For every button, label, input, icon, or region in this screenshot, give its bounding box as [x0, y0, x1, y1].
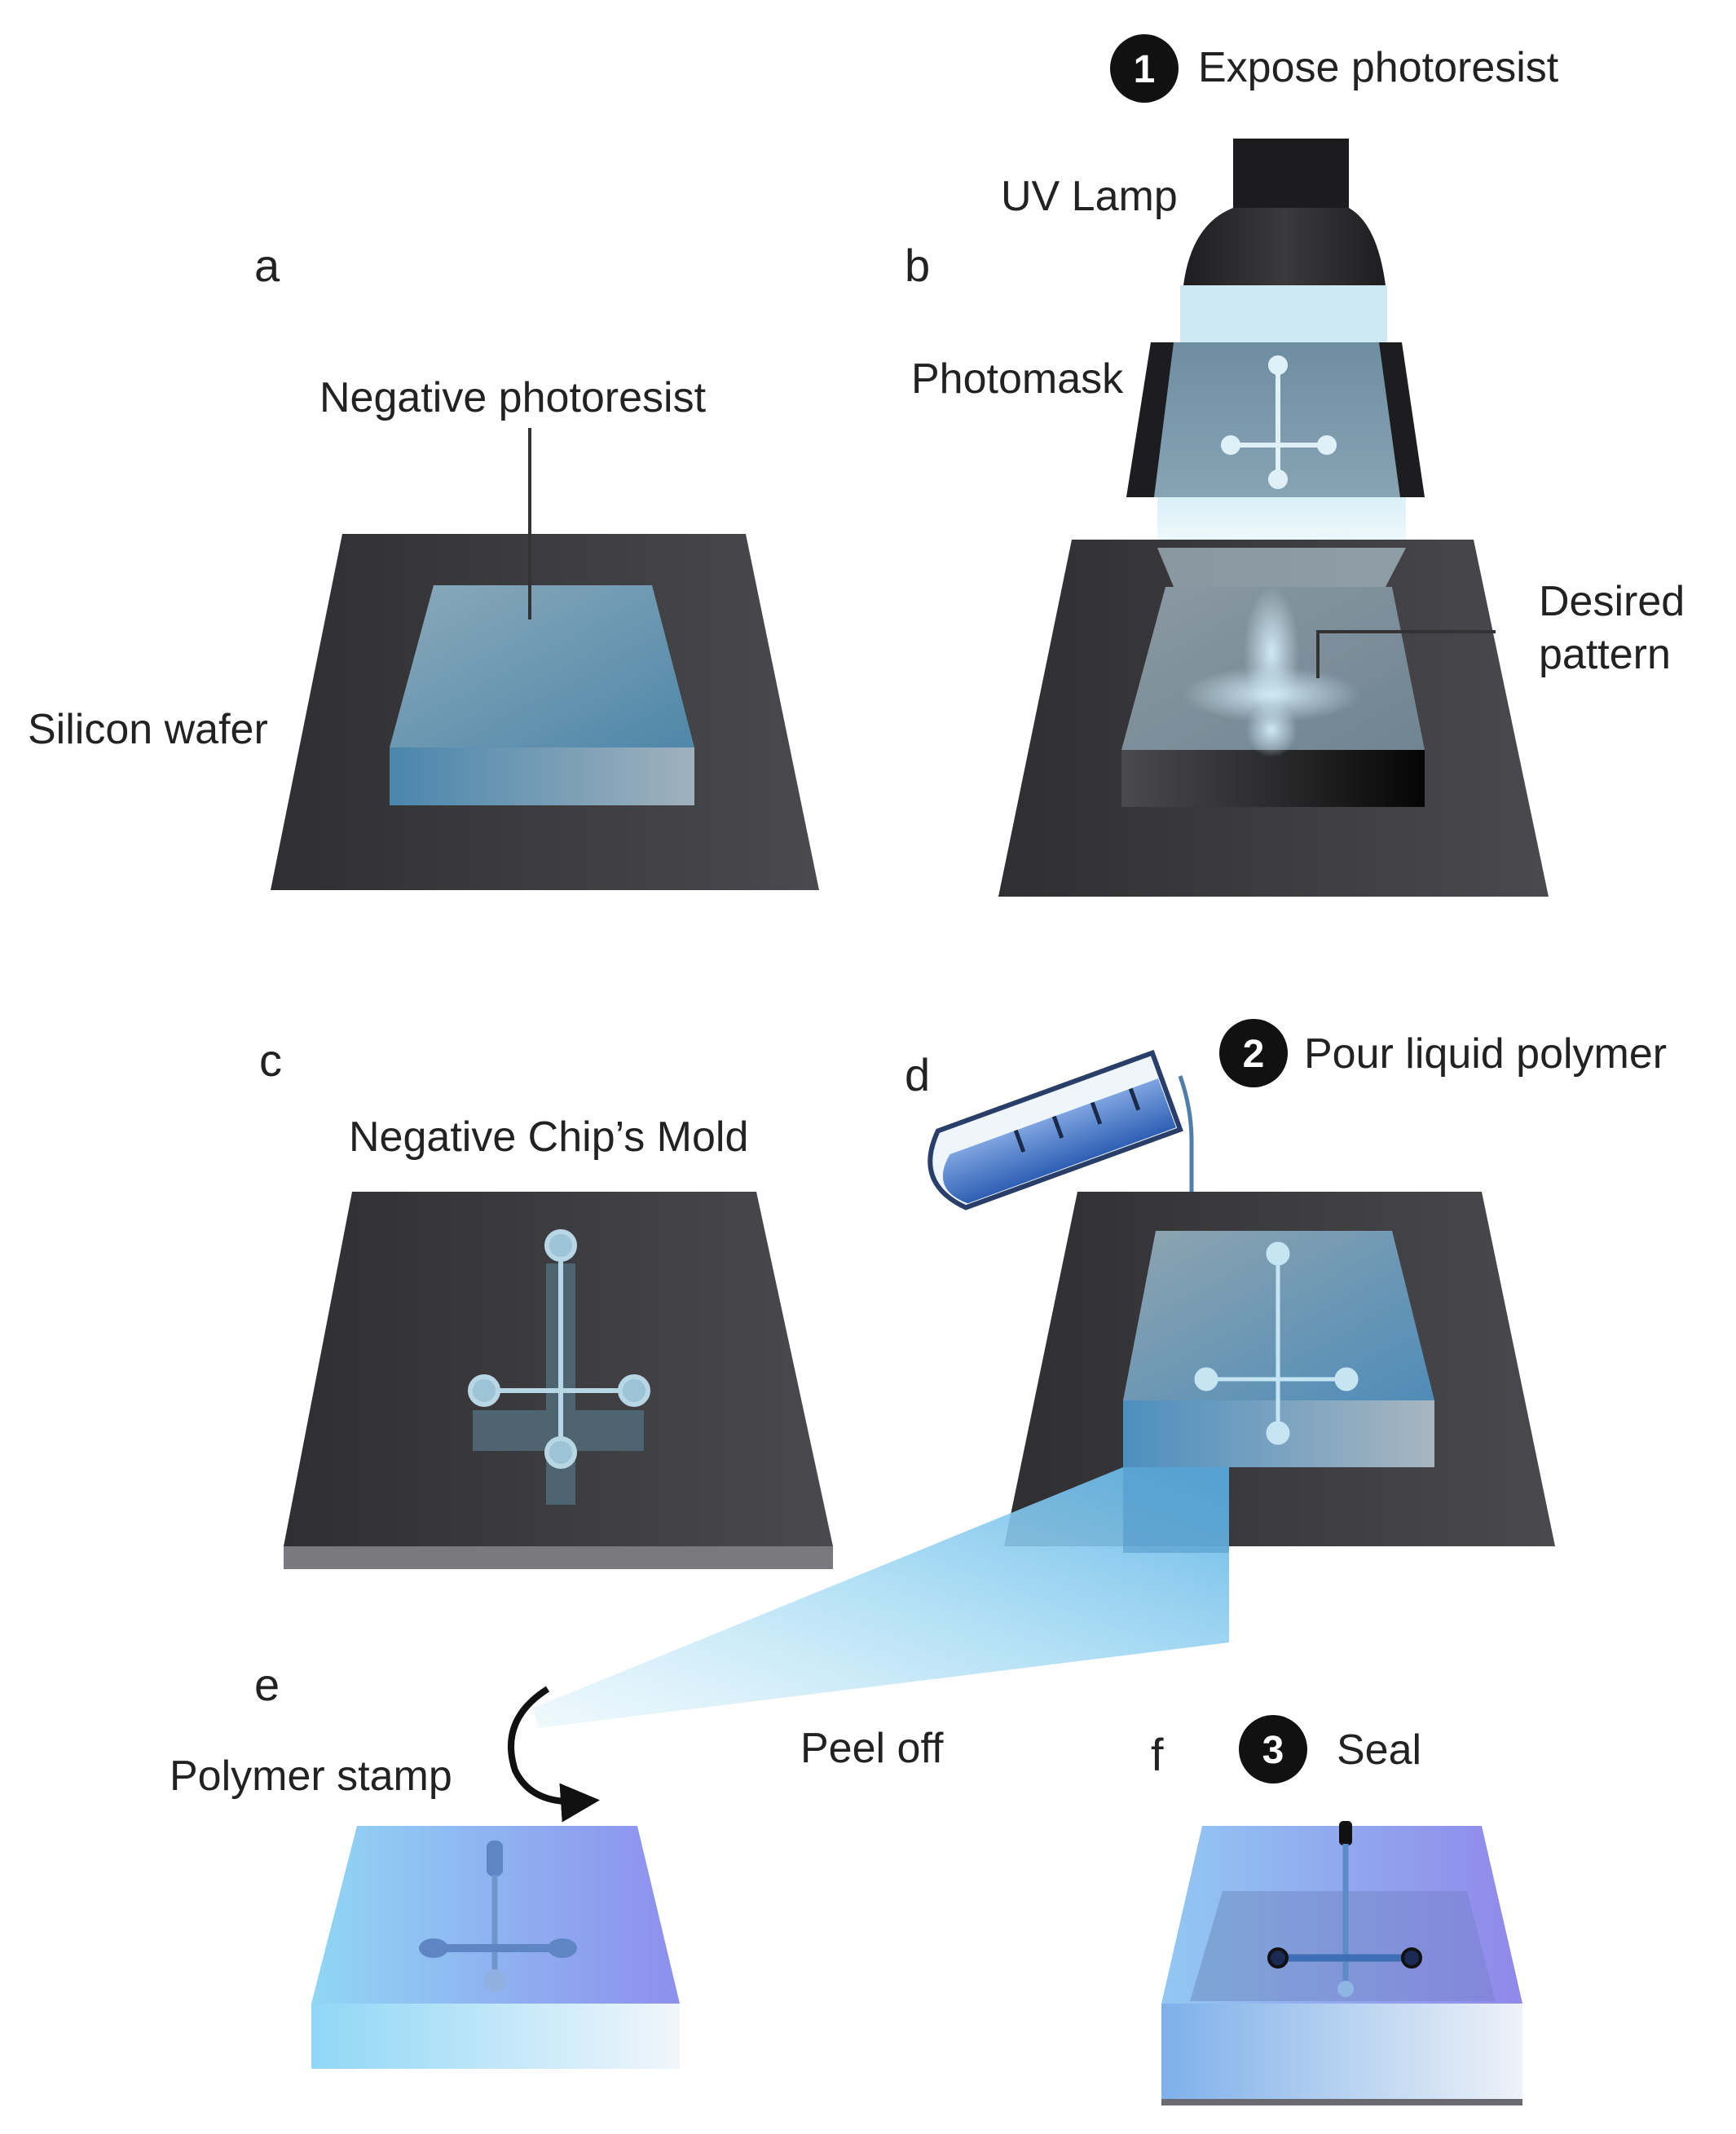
negative-photoresist-label: Negative photoresist [319, 374, 707, 421]
step-2-number: 2 [1243, 1033, 1265, 1076]
step-1-label: Expose photoresist [1198, 44, 1559, 91]
uv-beam-lower [1157, 497, 1406, 548]
sealed-chip-channels [1267, 1821, 1422, 1997]
step-1: 1 Expose photoresist [1110, 34, 1559, 103]
sealed-chip-front [1161, 2004, 1522, 2099]
zoom-front-highlight [1123, 1467, 1229, 1553]
desired-pattern-glow [1182, 587, 1361, 757]
silicon-wafer-c-edge [284, 1546, 833, 1569]
polymer-stream [1178, 1075, 1194, 1227]
photoresist-top-a [390, 585, 694, 747]
mold-pattern [468, 1229, 650, 1505]
step-3-badge [1239, 1715, 1307, 1783]
panel-label-c: c [259, 1034, 282, 1086]
panel-label-e: e [254, 1659, 280, 1710]
peel-arrow-icon [508, 1686, 600, 1823]
photomask-pattern [1221, 355, 1337, 489]
sealed-chip-base [1161, 2099, 1522, 2105]
exposed-photoresist-front [1121, 750, 1425, 807]
test-tube-icon [927, 1049, 1183, 1210]
peel-off-label: Peel off [800, 1725, 944, 1772]
panel-a: a Negative photoresist Silicon wafer [28, 240, 819, 890]
panel-label-f: f [1151, 1729, 1164, 1780]
polymer-stamp-label: Polymer stamp [170, 1753, 452, 1800]
uv-beam-upper [1180, 285, 1387, 342]
beam-on-wafer [1157, 548, 1406, 587]
photomask-label: Photomask [911, 355, 1124, 403]
silicon-wafer-label: Silicon wafer [28, 706, 268, 753]
step-3-label: Seal [1337, 1726, 1421, 1774]
panel-e: e Polymer stamp Peel off [170, 1659, 944, 2069]
desired-pattern-pointer [1316, 630, 1496, 678]
panel-label-b: b [905, 240, 930, 291]
panel-c: c Negative Chip’s Mold [259, 1034, 833, 1569]
panel-d: d 2 Pour liquid polymer [905, 1019, 1667, 1546]
desired-pattern-label-1: Desired [1539, 578, 1685, 625]
step-2-label: Pour liquid polymer [1304, 1030, 1667, 1078]
panel-label-d: d [905, 1049, 930, 1100]
panel-b: b UV Lamp Photomask [905, 139, 1685, 897]
desired-pattern-label-2: pattern [1539, 631, 1671, 678]
photomask-shadow-right [1379, 342, 1425, 497]
photoresist-front-a [390, 747, 694, 805]
uv-lamp-icon [1183, 139, 1386, 285]
panel-label-a: a [254, 240, 280, 291]
step-1-number: 1 [1134, 48, 1156, 91]
panel-f: f 3 Seal [1151, 1715, 1522, 2105]
step-2-badge [1219, 1019, 1288, 1087]
step-3-number: 3 [1262, 1729, 1284, 1772]
polymer-pattern [1194, 1241, 1359, 1445]
negative-chips-mold-label: Negative Chip’s Mold [349, 1113, 748, 1161]
peel-off-zoom-beam [534, 1467, 1229, 1728]
photomask-shadow-left [1126, 342, 1174, 497]
uv-lamp-label: UV Lamp [1001, 173, 1178, 220]
step-1-badge [1110, 34, 1179, 103]
stamp-channels [419, 1841, 577, 1992]
polymer-stamp-front [311, 2004, 680, 2069]
